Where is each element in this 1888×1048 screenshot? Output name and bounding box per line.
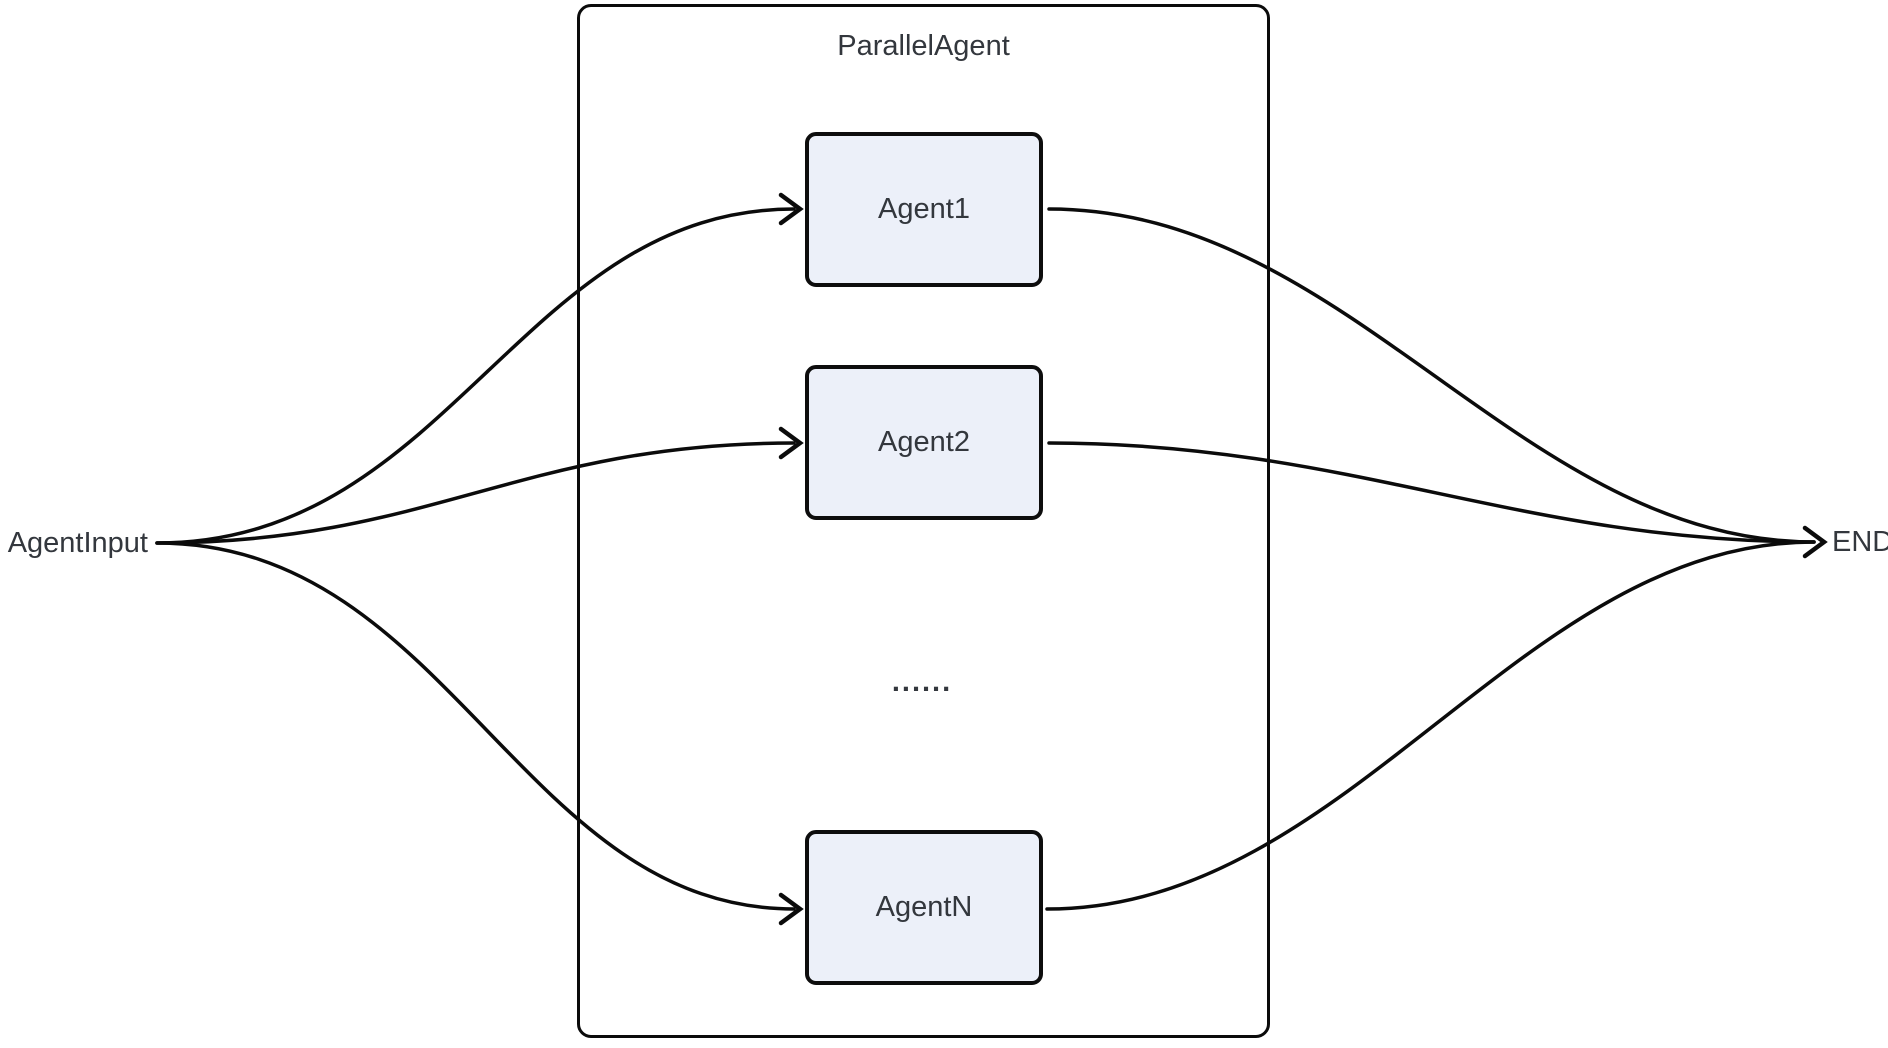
ellipsis-label: ......	[891, 666, 953, 698]
node-agent1-label: Agent1	[878, 193, 970, 225]
parallel-agent-container: ParallelAgent	[577, 4, 1270, 1038]
end-label: END	[1832, 526, 1888, 558]
arrowhead-agentn-icon	[778, 892, 804, 926]
edge-agentinput-to-agent2	[155, 441, 796, 545]
subgraph-title: ParallelAgent	[837, 30, 1010, 62]
edge-agentinput-to-agentn	[155, 541, 796, 911]
edge-agentinput-to-agent1	[155, 207, 796, 545]
arrowhead-end-icon	[1802, 525, 1828, 559]
edge-agent1-to-end	[1047, 207, 1816, 544]
agent-input-label: AgentInput	[7, 527, 148, 559]
arrowhead-agent1-icon	[778, 192, 804, 226]
node-agent2: Agent2	[805, 365, 1043, 520]
edge-agentn-to-end	[1045, 540, 1816, 911]
arrowhead-agent2-icon	[778, 426, 804, 460]
node-agentn-label: AgentN	[875, 891, 973, 923]
node-agentn: AgentN	[805, 830, 1043, 985]
node-agent2-label: Agent2	[878, 426, 970, 458]
edge-agent2-to-end	[1047, 441, 1816, 544]
node-agent1: Agent1	[805, 132, 1043, 287]
